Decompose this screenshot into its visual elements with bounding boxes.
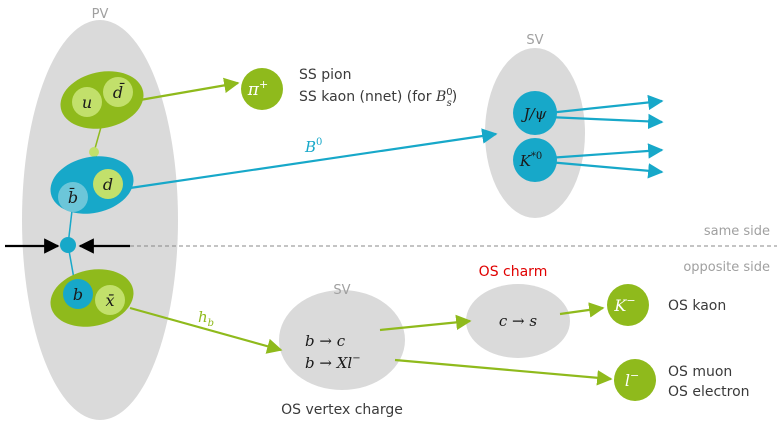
b-to-xl-label: b → Xl− [305,353,361,372]
b0-track [129,128,498,190]
quark-u-label: u [82,93,92,112]
l-minus-circle [614,359,656,401]
quark-xbar [95,285,125,315]
jpsi-label: J/ψ [521,105,547,123]
quark-dbar [103,77,133,107]
ss-pion-label: SS pion [299,67,351,83]
os-electron-label: OS electron [668,384,750,400]
sv-top-label: SV [526,33,543,48]
os-charm-label: OS charm [479,264,548,280]
sv-to-charm-track [379,314,472,332]
l-minus-label: l− [625,369,639,390]
jpsi-circle [513,91,557,135]
quark-d-label: d [103,175,113,194]
pv-label: PV [92,7,109,22]
quark-b [63,279,93,309]
os-muon-label: OS muon [668,364,732,380]
sv-bottom-label: SV [333,283,350,298]
b-to-c-label: b → c [305,332,346,350]
quark-xbar-label: x̄ [105,291,114,310]
string-node-green [89,147,99,157]
k-minus-circle [607,284,649,326]
primary-vertex-node [60,237,76,253]
jpsi-daughter-1 [547,94,664,115]
os-vertex-charge-label: OS vertex charge [281,402,403,418]
k-minus-label: K− [613,294,635,315]
kstar-daughter-1 [547,143,664,160]
c-to-s-label: c → s [499,312,538,330]
quark-d [93,169,123,199]
hb-track [129,306,283,354]
kstar0-circle [513,138,557,182]
charm-to-kaon-track [559,302,605,318]
quark-u [72,87,102,117]
b0-label: B0 [304,137,322,156]
jpsi-daughter-2 [547,113,664,130]
kstar0-label: K*0 [519,151,543,170]
quark-bbar [58,182,88,212]
opposite-side-label: opposite side [683,260,770,275]
hb-label: hb [198,308,214,329]
pion-plus-circle [241,68,283,110]
quark-b-label: b [73,285,83,304]
kstar-daughter-2 [547,160,664,179]
sv-bottom-region [279,290,405,390]
os-charm-region [466,284,570,358]
sv-to-lepton-track [394,358,613,386]
os-kaon-label: OS kaon [668,298,726,314]
pion-plus-label: π+ [247,78,268,100]
quark-dbar-label: d̄ [113,81,125,102]
ss-pion-track [139,77,240,102]
quark-bbar-label: b̄ [68,186,78,207]
same-side-label: same side [704,224,770,239]
